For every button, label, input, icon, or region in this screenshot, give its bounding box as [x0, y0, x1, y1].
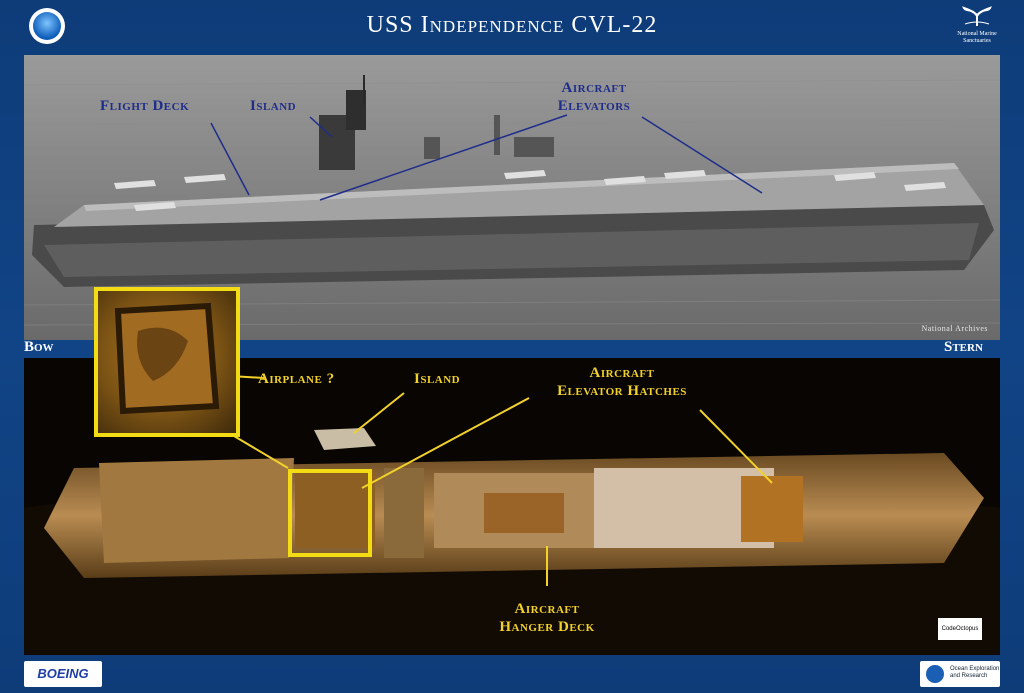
- inset-illustration: [114, 302, 220, 415]
- oer-logo-line1: Ocean Exploration: [950, 666, 1000, 672]
- label-aircraft-elevators-1: Aircraft: [561, 80, 627, 96]
- label-stern: Stern: [944, 339, 983, 355]
- sanctuaries-logo: National Marine Sanctuaries: [952, 6, 1002, 46]
- whale-tail-icon: [962, 6, 992, 26]
- label-elevator-hatches-1: Aircraft: [589, 365, 655, 381]
- label-hangar-deck-1: Aircraft: [514, 601, 580, 617]
- label-flight-deck: Flight Deck: [100, 98, 190, 114]
- label-island-sonar: Island: [414, 371, 461, 387]
- sanctuaries-logo-text: National Marine Sanctuaries: [957, 31, 997, 44]
- codeoctopus-logo: CodeOctopus: [938, 618, 982, 640]
- noaa-logo: [29, 8, 65, 44]
- label-island-photo: Island: [250, 98, 297, 114]
- photo-credit: National Archives: [921, 324, 988, 333]
- boeing-logo: BOEING: [24, 661, 102, 687]
- airplane-zoom-inset: [94, 287, 240, 437]
- label-bow: Bow: [24, 339, 54, 355]
- label-aircraft-elevators-2: Elevators: [557, 98, 631, 114]
- noaa-emblem-icon: [926, 665, 944, 683]
- oer-logo: Ocean Exploration and Research: [920, 661, 1000, 687]
- label-elevator-hatches-2: Elevator Hatches: [557, 383, 687, 399]
- label-hangar-deck-2: Hanger Deck: [499, 619, 595, 635]
- oer-logo-line2: and Research: [950, 673, 988, 679]
- poster-title: USS Independence CVL-22: [366, 12, 658, 38]
- label-airplane: Airplane ?: [258, 371, 335, 387]
- airplane-highlight-box: [288, 469, 372, 557]
